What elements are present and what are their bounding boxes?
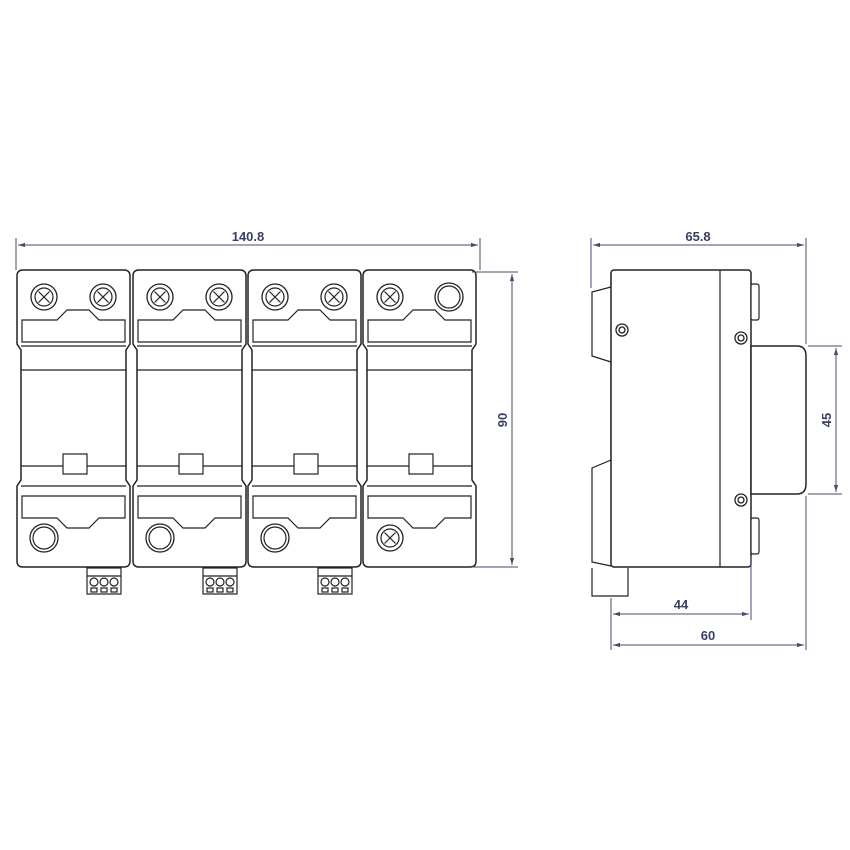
side-view: 65.8 45 44 60	[590, 229, 842, 650]
front-width-label: 140.8	[232, 229, 265, 244]
dimension-depth-60: 60	[613, 496, 807, 650]
terminal-ring-icon	[434, 282, 464, 312]
front-view: 140.8 90	[15, 229, 518, 595]
signal-connector	[317, 567, 353, 595]
dimension-depth-44: 44	[610, 556, 752, 650]
signal-connector	[202, 567, 238, 595]
depth-60-label: 60	[701, 628, 715, 643]
indicator-window	[293, 453, 319, 475]
module-body	[247, 269, 362, 568]
indicator-window	[408, 453, 434, 475]
depth-44-label: 44	[674, 597, 689, 612]
module-body	[362, 269, 477, 568]
terminal-ring-icon	[260, 523, 290, 553]
front-height-label: 90	[495, 413, 510, 427]
indicator-window	[62, 453, 88, 475]
module-body	[132, 269, 247, 568]
terminal-ring-icon	[145, 523, 175, 553]
dimension-rail-height: 45	[808, 345, 842, 495]
side-depth-label: 65.8	[685, 229, 710, 244]
signal-connector	[86, 567, 122, 595]
dimension-front-height: 90	[472, 271, 518, 568]
dimension-front-width: 140.8	[15, 229, 481, 270]
terminal-ring-icon	[29, 523, 59, 553]
rail-height-label: 45	[819, 413, 834, 427]
dimension-side-depth: 65.8	[590, 229, 807, 344]
module-body	[16, 269, 131, 568]
indicator-window	[178, 453, 204, 475]
